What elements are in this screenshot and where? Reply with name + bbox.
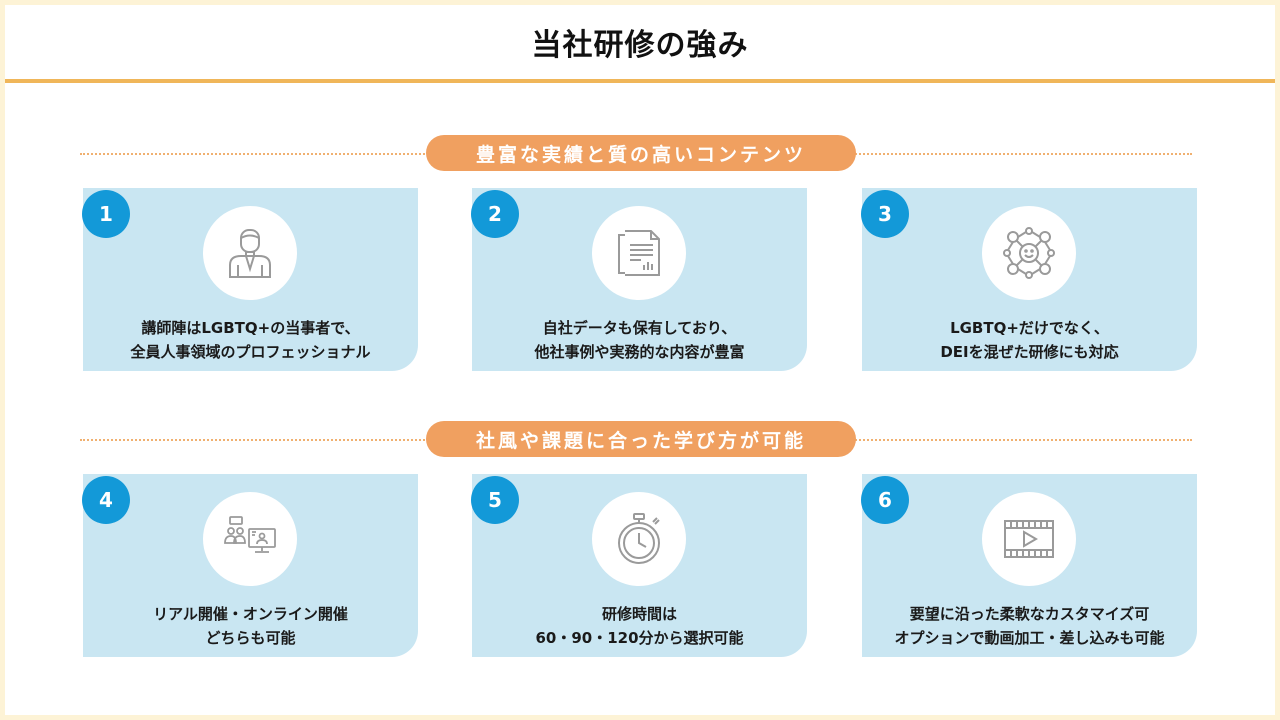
card-number: 3 [861, 190, 909, 238]
card-line-1: リアル開催・オンライン開催 [153, 605, 348, 623]
feature-card-1: 1 講師陣はLGBTQ+の当事者で、 全員人事領域のプロフェッショナル [82, 188, 418, 371]
card-line-1: 自社データも保有しており、 [542, 319, 737, 337]
icon-badge [982, 206, 1076, 300]
card-description: 研修時間は 60・90・120分から選択可能 [472, 602, 807, 650]
icon-badge [982, 492, 1076, 586]
slide: 当社研修の強み 豊富な実績と質の高いコンテンツ 1 講師陣はLGBTQ+の当事者… [5, 5, 1275, 715]
page-title: 当社研修の強み [531, 28, 749, 63]
card-number: 4 [82, 476, 130, 524]
feature-card-3: 3 LGBTQ+だけでなく、 DEIを混ぜた研修 [861, 188, 1197, 371]
card-line-2: DEIを混ぜた研修にも対応 [940, 343, 1119, 361]
feature-card-4: 4 リアル開催・オンライン開催 どちらも可能 [82, 474, 418, 657]
card-line-1: 要望に沿った柔軟なカスタマイズ可 [909, 605, 1150, 623]
card-description: 自社データも保有しており、 他社事例や実務的な内容が豊富 [472, 316, 807, 364]
card-line-2: どちらも可能 [205, 629, 296, 647]
card-description: 要望に沿った柔軟なカスタマイズ可 オプションで動画加工・差し込みも可能 [862, 602, 1197, 650]
card-line-2: 他社事例や実務的な内容が豊富 [534, 343, 745, 361]
card-number: 2 [471, 190, 519, 238]
instructor-icon [229, 229, 271, 278]
stopwatch-icon [618, 513, 660, 564]
section-header-1: 豊富な実績と質の高いコンテンツ [80, 135, 1192, 173]
card-line-1: 講師陣はLGBTQ+の当事者で、 [141, 319, 360, 337]
section-header-2: 社風や課題に合った学び方が可能 [80, 421, 1192, 459]
card-description: リアル開催・オンライン開催 どちらも可能 [83, 602, 418, 650]
section-label-2: 社風や課題に合った学び方が可能 [426, 421, 856, 457]
section-label-1: 豊富な実績と質の高いコンテンツ [426, 135, 856, 171]
card-number: 6 [861, 476, 909, 524]
feature-card-5: 5 研修時間は 60・90・120分から選択可能 [471, 474, 807, 657]
card-description: LGBTQ+だけでなく、 DEIを混ぜた研修にも対応 [862, 316, 1197, 364]
card-line-2: 全員人事領域のプロフェッショナル [130, 343, 371, 361]
card-line-1: 研修時間は [601, 605, 677, 623]
icon-badge [203, 206, 297, 300]
card-line-2: オプションで動画加工・差し込みも可能 [894, 629, 1165, 647]
header: 当社研修の強み [5, 5, 1275, 79]
diversity-network-icon [1003, 227, 1055, 279]
feature-card-6: 6 要望に沿った柔軟なカスタマイズ可 オプションで動画加工・差し込みも可能 [861, 474, 1197, 657]
icon-badge [592, 206, 686, 300]
card-line-2: 60・90・120分から選択可能 [535, 629, 744, 647]
video-film-icon [1004, 520, 1054, 558]
card-line-1: LGBTQ+だけでなく、 [950, 319, 1109, 337]
icon-badge [592, 492, 686, 586]
document-data-icon [618, 230, 660, 276]
card-number: 5 [471, 476, 519, 524]
online-offline-icon [224, 516, 276, 553]
card-description: 講師陣はLGBTQ+の当事者で、 全員人事領域のプロフェッショナル [83, 316, 418, 364]
card-number: 1 [82, 190, 130, 238]
header-divider [5, 79, 1275, 83]
feature-card-2: 2 自社データも保有しており、 他社事例や実務的な内容が豊富 [471, 188, 807, 371]
icon-badge [203, 492, 297, 586]
